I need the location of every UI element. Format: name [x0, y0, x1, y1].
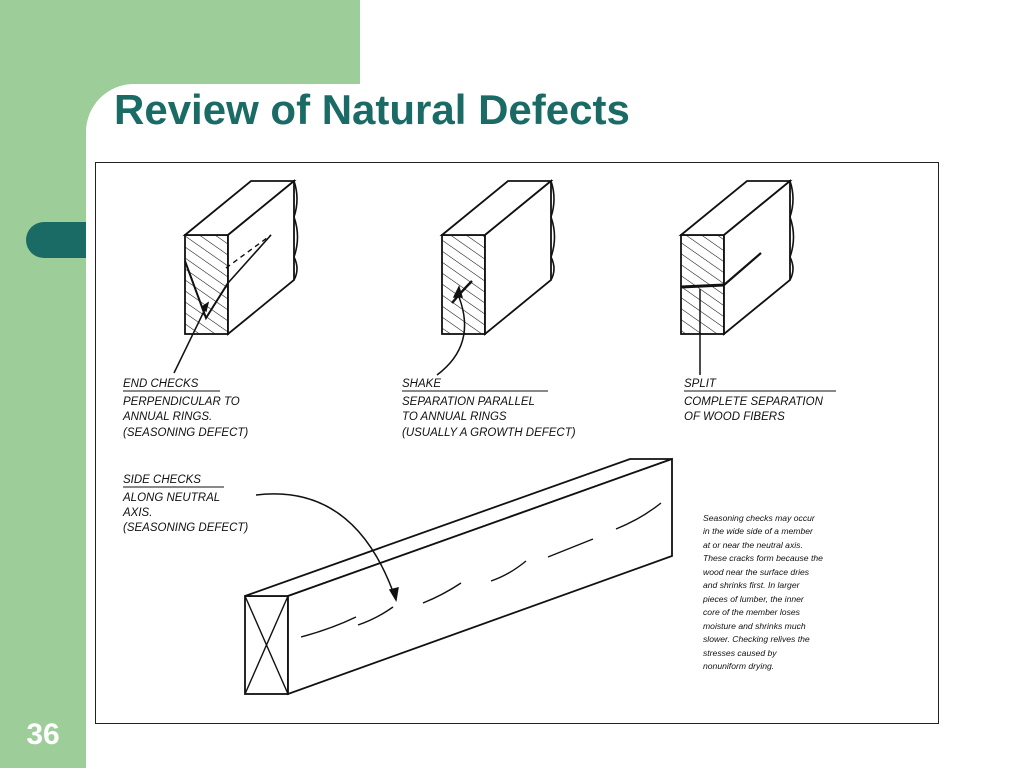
end-checks-line-3: (SEASONING DEFECT) — [123, 427, 248, 439]
split-label: SPLIT COMPLETE SEPARATION OF WOOD FIBERS — [684, 378, 836, 423]
shake-line-1: SEPARATION PARALLEL — [402, 396, 535, 408]
side-checks-beam — [244, 457, 673, 696]
shake-heading: SHAKE — [402, 378, 441, 390]
slide-title: Review of Natural Defects — [114, 86, 630, 133]
end-checks-line-2: ANNUAL RINGS. — [122, 411, 212, 423]
note-line: These cracks form because the — [703, 553, 823, 563]
shake-line-2: TO ANNUAL RINGS — [402, 411, 507, 423]
seasoning-note: Seasoning checks may occur in the wide s… — [702, 513, 823, 671]
side-checks-line-1: ALONG NEUTRAL — [122, 492, 220, 504]
split-line-2: OF WOOD FIBERS — [684, 411, 785, 423]
note-line: at or near the neutral axis. — [703, 540, 803, 550]
note-line: Seasoning checks may occur — [703, 513, 816, 523]
side-checks-line-3: (SEASONING DEFECT) — [123, 522, 248, 534]
note-line: moisture and shrinks much — [703, 621, 806, 631]
defects-drawing: END CHECKS PERPENDICULAR TO ANNUAL RINGS… — [122, 179, 836, 696]
note-line: pieces of lumber, the inner — [702, 594, 805, 604]
side-checks-line-2: AXIS. — [122, 507, 152, 519]
side-checks-heading: SIDE CHECKS — [123, 474, 201, 486]
split-line-1: COMPLETE SEPARATION — [684, 396, 824, 408]
end-checks-line-1: PERPENDICULAR TO — [123, 396, 240, 408]
slide-number: 36 — [26, 718, 60, 751]
split-block — [678, 179, 795, 375]
shake-label: SHAKE SEPARATION PARALLEL TO ANNUAL RING… — [402, 378, 576, 439]
split-heading: SPLIT — [684, 378, 717, 390]
note-line: in the wide side of a member — [703, 526, 814, 536]
end-checks-label: END CHECKS PERPENDICULAR TO ANNUAL RINGS… — [122, 378, 248, 439]
note-line: stresses caused by — [703, 648, 777, 658]
note-line: nonuniform drying. — [703, 661, 774, 671]
note-line: core of the member loses — [703, 607, 801, 617]
note-line: wood near the surface dries — [703, 567, 810, 577]
shake-block — [436, 179, 556, 376]
note-line: slower. Checking relives the — [703, 634, 810, 644]
end-checks-heading: END CHECKS — [123, 378, 199, 390]
shake-line-3: (USUALLY A GROWTH DEFECT) — [402, 427, 576, 439]
defects-figure: END CHECKS PERPENDICULAR TO ANNUAL RINGS… — [95, 162, 939, 724]
slide-tab-marker — [26, 222, 86, 258]
note-line: and shrinks first. In larger — [703, 580, 801, 590]
end-checks-block — [173, 179, 299, 374]
side-checks-label: SIDE CHECKS ALONG NEUTRAL AXIS. (SEASONI… — [122, 474, 248, 534]
